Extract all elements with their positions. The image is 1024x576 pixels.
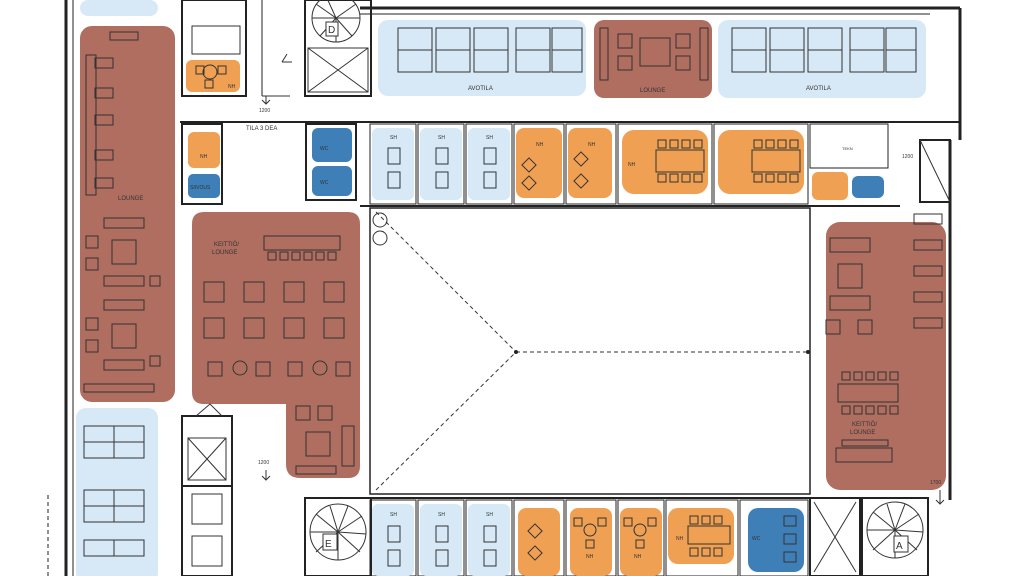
core-mid-left: NH SIIVOUS TILA 3 DEA WC WC [181, 123, 357, 205]
stair-a-label: A [896, 541, 903, 552]
svg-text:WC: WC [752, 536, 761, 542]
dim-label-right: 1700 [930, 480, 941, 486]
lounge-left-label: LOUNGE [118, 196, 143, 202]
sh-rooms-top: SH SH SH [369, 123, 513, 205]
nh-room-bottom-3 [620, 508, 662, 576]
svg-text:SH: SH [486, 512, 493, 518]
svg-text:NH: NH [634, 554, 642, 560]
core-bottom-left: 1200 E [181, 403, 372, 576]
core-top-left: NH 1200 [181, 0, 292, 114]
desk-cluster-top-left [397, 27, 583, 73]
keittio-lounge-left-label-1: KEITTIÖ/ [214, 241, 239, 248]
svg-text:SH: SH [486, 135, 493, 141]
svg-text:TEKN: TEKN [842, 146, 853, 151]
avotila-top-left-label: AVOTILA [468, 86, 493, 92]
dim-label-bottom: 1200 [258, 460, 269, 466]
svg-text:SH: SH [390, 135, 397, 141]
tila-3-dea-label: TILA 3 DEA [246, 126, 277, 132]
svg-text:NH: NH [200, 154, 208, 160]
core-bottom-right: A 1700 [809, 480, 945, 576]
nh-room-top-4 [718, 130, 804, 194]
keittio-lounge-zone-right [826, 222, 946, 490]
nh-room-tiny-right [812, 172, 848, 200]
svg-text:SH: SH [390, 512, 397, 518]
dim-label-top: 1200 [259, 108, 270, 114]
svg-text:NH: NH [536, 142, 544, 148]
nh-rooms-top: NH NH NH TEKN 1200 [513, 123, 951, 205]
svg-text:SIIVOUS: SIIVOUS [190, 185, 211, 191]
svg-text:SH: SH [438, 512, 445, 518]
atrium-void [369, 207, 811, 495]
nh-room-small-left [188, 132, 220, 168]
nh-room-top-2 [568, 128, 612, 198]
stair-d: D [304, 0, 372, 97]
keittio-lounge-right-label-1: KEITTIÖ/ [852, 421, 877, 428]
lounge-zone-top [594, 20, 712, 98]
svg-text:WC: WC [320, 180, 329, 186]
svg-text:SH: SH [438, 135, 445, 141]
lounge-left-furniture [83, 31, 161, 393]
wc-room-bottom [748, 508, 804, 572]
keittio-lounge-right-label-2: LOUNGE [850, 430, 875, 436]
nh-room-bottom-2 [570, 508, 612, 576]
svg-text:1200: 1200 [902, 154, 913, 160]
avotila-zone-left-bottom [76, 408, 158, 576]
nh-room-top-1 [516, 128, 562, 198]
kitchen-right-furniture [825, 213, 943, 463]
wc-room-left-1 [312, 128, 352, 162]
nh-room-top-3 [622, 130, 708, 194]
svg-text:NH: NH [676, 536, 684, 542]
siivous-room-right [852, 176, 884, 198]
lounge-zone-left [80, 26, 175, 402]
desk-cluster-left-bottom [83, 425, 145, 557]
desk-cluster-top-right [731, 27, 917, 73]
avotila-zone-left-top [80, 0, 158, 16]
lounge-top-label: LOUNGE [640, 88, 665, 94]
stair-d-label: D [328, 25, 335, 36]
svg-text:WC: WC [320, 146, 329, 152]
svg-text:NH: NH [228, 84, 236, 90]
avotila-top-right-label: AVOTILA [806, 86, 831, 92]
kitchen-left-furniture [203, 235, 355, 475]
lounge-top-furniture [599, 27, 709, 81]
nh-room-bottom-4 [668, 508, 734, 564]
svg-text:NH: NH [586, 554, 594, 560]
svg-text:NH: NH [628, 162, 636, 168]
sh-rooms-bottom: SH SH SH [369, 499, 513, 576]
nh-rooms-bottom: NH NH NH WC [513, 499, 809, 576]
wc-room-left-2 [312, 166, 352, 196]
siivous-room [188, 174, 220, 198]
keittio-lounge-left-label-2: LOUNGE [212, 250, 237, 256]
avotila-zone-top-left [378, 20, 586, 96]
nh-room-bottom-1 [518, 508, 560, 576]
svg-text:NH: NH [588, 142, 596, 148]
stair-e-label: E [325, 539, 332, 550]
